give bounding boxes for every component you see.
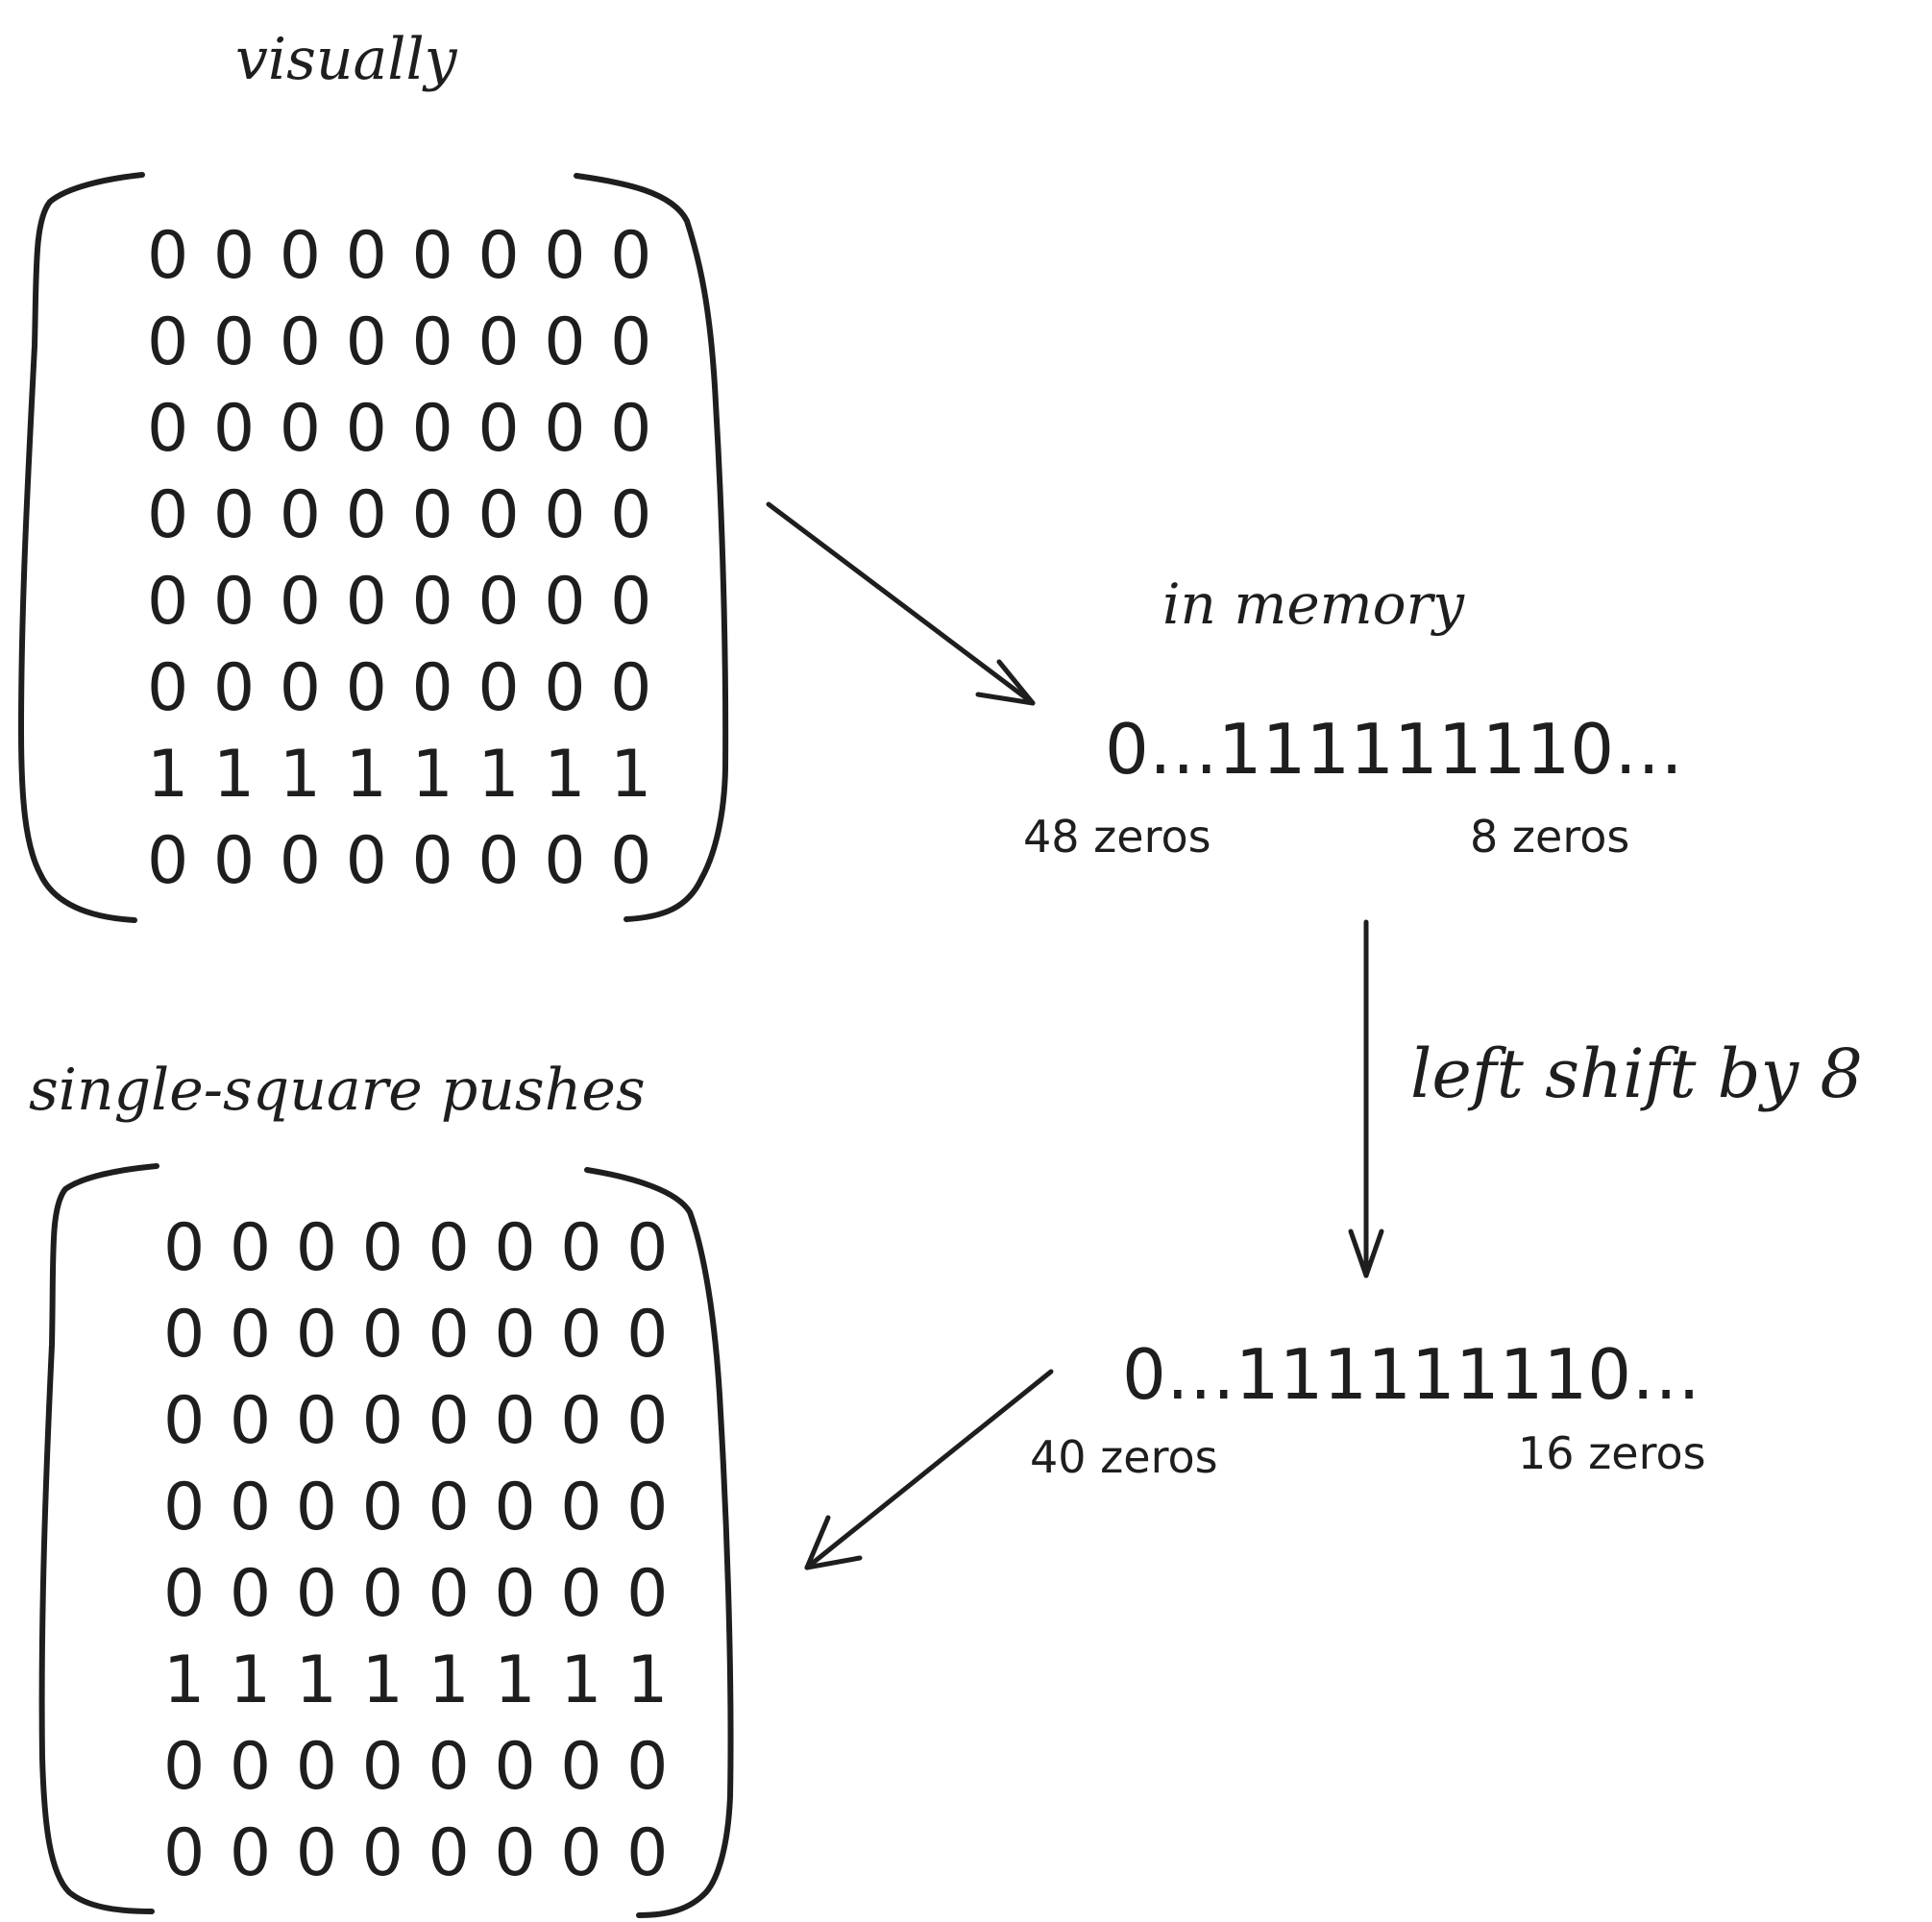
matrix-row: 0 0 0 0 0 0 0 0 xyxy=(147,650,654,726)
memory-bits-after: 0…111111110… xyxy=(1122,1334,1701,1415)
memory-after-right-zeros: 16 zeros xyxy=(1518,1427,1706,1479)
matrix-visual: 0 0 0 0 0 0 0 0 0 0 0 0 0 0 0 0 0 0 0 0 … xyxy=(147,213,653,905)
matrix-single-square-pushes: 0 0 0 0 0 0 0 0 0 0 0 0 0 0 0 0 0 0 0 0 … xyxy=(163,1205,670,1897)
matrix-row: 0 0 0 0 0 0 0 0 xyxy=(163,1470,671,1545)
matrix-row: 0 0 0 0 0 0 0 0 xyxy=(163,1729,671,1805)
memory-before-right-zeros: 8 zeros xyxy=(1470,811,1630,863)
matrix-row: 0 0 0 0 0 0 0 0 xyxy=(163,1383,671,1459)
top-matrix-left-bracket xyxy=(17,172,145,923)
matrix-row: 0 0 0 0 0 0 0 0 xyxy=(147,477,654,553)
memory-after-left-zeros: 40 zeros xyxy=(1030,1431,1218,1483)
arrow-to-result xyxy=(804,1369,1054,1570)
matrix-row: 0 0 0 0 0 0 0 0 xyxy=(147,823,654,899)
matrix-row: 0 0 0 0 0 0 0 0 xyxy=(147,564,654,640)
matrix-row: 0 0 0 0 0 0 0 0 xyxy=(163,1556,671,1632)
matrix-row: 1 1 1 1 1 1 1 1 xyxy=(163,1642,671,1718)
label-left-shift: left shift by 8 xyxy=(1410,1034,1863,1113)
matrix-row: 0 0 0 0 0 0 0 0 xyxy=(147,391,654,467)
matrix-row: 0 0 0 0 0 0 0 0 xyxy=(163,1815,671,1891)
label-in-memory: in memory xyxy=(1162,572,1465,637)
bottom-matrix-left-bracket xyxy=(38,1163,159,1914)
memory-bits-before: 0…111111110… xyxy=(1105,709,1684,790)
matrix-row: 0 0 0 0 0 0 0 0 xyxy=(163,1210,671,1286)
arrow-left-shift xyxy=(1348,919,1384,1278)
bottom-matrix-right-bracket xyxy=(584,1167,734,1918)
top-matrix-right-bracket xyxy=(574,173,729,922)
arrow-to-memory xyxy=(766,501,1036,706)
matrix-row: 0 0 0 0 0 0 0 0 xyxy=(147,304,654,380)
matrix-row: 1 1 1 1 1 1 1 1 xyxy=(147,737,654,813)
label-single-square-pushes: single-square pushes xyxy=(29,1057,646,1124)
matrix-row: 0 0 0 0 0 0 0 0 xyxy=(147,218,654,294)
memory-before-left-zeros: 48 zeros xyxy=(1023,811,1211,863)
label-visually: visually xyxy=(235,26,457,93)
matrix-row: 0 0 0 0 0 0 0 0 xyxy=(163,1297,671,1373)
